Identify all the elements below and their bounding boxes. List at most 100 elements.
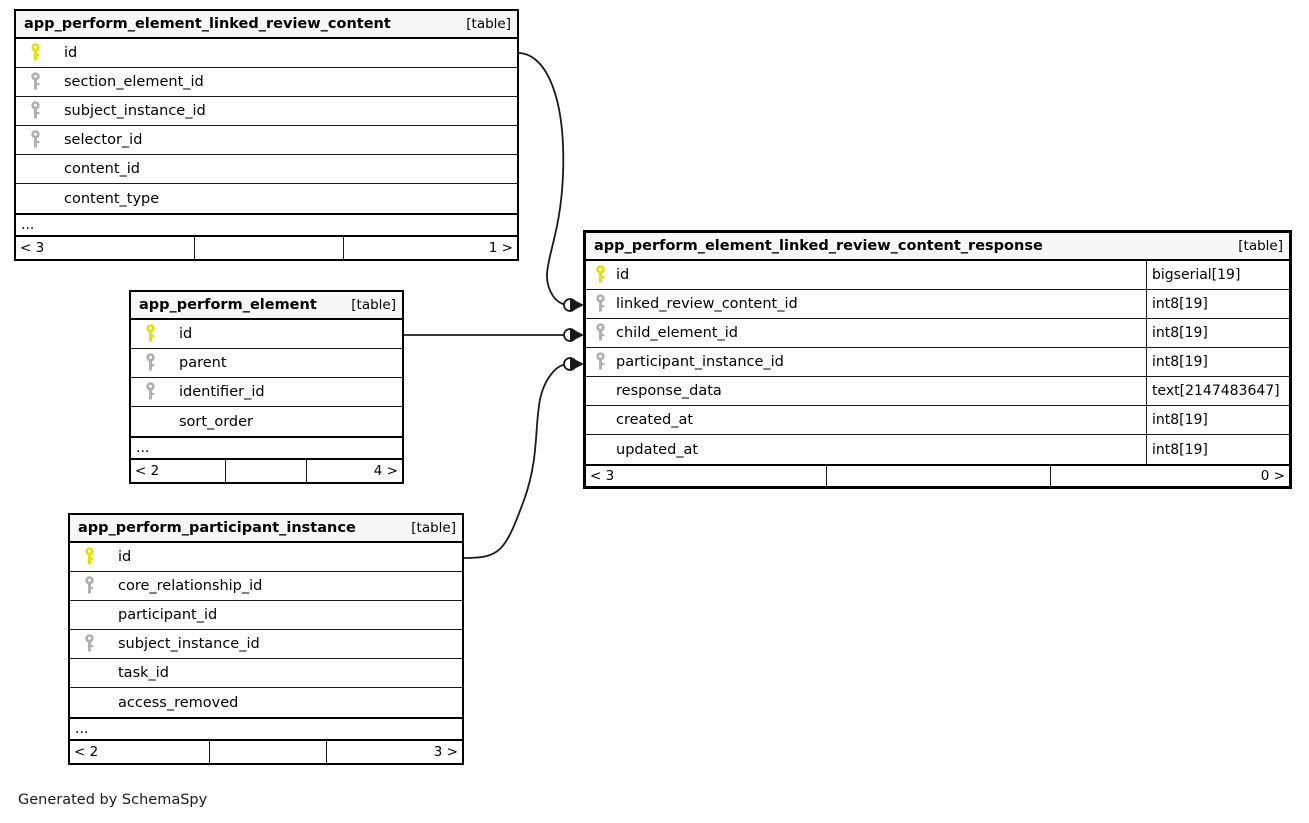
column-name: id	[118, 549, 132, 565]
cardinality-many-crowfoot	[570, 328, 584, 342]
table-row[interactable]: subject_instance_id	[16, 97, 517, 126]
table-footer: < 2 3 >	[70, 741, 462, 763]
column-type: int8[19]	[1146, 406, 1289, 434]
table-app-perform-participant-instance[interactable]: app_perform_participant_instance [table]…	[68, 513, 464, 765]
primary-key-icon	[135, 324, 165, 344]
foreign-key-icon	[20, 72, 50, 92]
column-name: access_removed	[118, 694, 239, 711]
table-title: app_perform_participant_instance	[78, 520, 356, 536]
column-name: subject_instance_id	[64, 103, 206, 119]
table-row[interactable]: created_at int8[19]	[586, 406, 1289, 435]
footer-parent-count[interactable]: < 2	[135, 463, 160, 479]
table-row[interactable]: id	[70, 543, 462, 572]
column-name: participant_instance_id	[616, 354, 784, 370]
cardinality-zero-circle	[563, 328, 577, 342]
table-kind-label: [table]	[351, 297, 396, 313]
table-title: app_perform_element	[139, 297, 317, 313]
footer-parent-count[interactable]: < 3	[20, 240, 45, 256]
table-row[interactable]: id bigserial[19]	[586, 261, 1289, 290]
footer-child-count[interactable]: 4 >	[306, 460, 402, 482]
table-app-perform-element-linked-review-content-response[interactable]: app_perform_element_linked_review_conten…	[583, 230, 1292, 489]
table-row[interactable]: participant_id	[70, 601, 462, 630]
column-name: participant_id	[118, 607, 218, 623]
footer-child-count[interactable]: 3 >	[326, 741, 462, 763]
edge-linked-review-content-to-response	[517, 52, 585, 315]
column-name: section_element_id	[64, 74, 204, 90]
table-row[interactable]: task_id	[70, 659, 462, 688]
table-row[interactable]: core_relationship_id	[70, 572, 462, 601]
column-name: id	[64, 45, 78, 61]
column-name: core_relationship_id	[118, 578, 263, 594]
column-name: created_at	[616, 412, 694, 428]
cardinality-zero-circle	[563, 357, 577, 371]
foreign-key-icon	[592, 323, 608, 343]
foreign-key-icon	[20, 101, 50, 121]
footer-parent-count[interactable]: < 3	[590, 468, 615, 484]
table-row[interactable]: parent	[131, 349, 402, 378]
table-row[interactable]: response_data text[2147483647]	[586, 377, 1289, 406]
table-kind-label: [table]	[1238, 238, 1283, 254]
column-type: int8[19]	[1146, 290, 1289, 318]
table-row[interactable]: linked_review_content_id int8[19]	[586, 290, 1289, 319]
table-header: app_perform_participant_instance [table]	[70, 515, 462, 543]
foreign-key-icon	[74, 576, 104, 596]
footer-middle	[194, 237, 343, 259]
table-row[interactable]: identifier_id	[131, 378, 402, 407]
footer-middle	[209, 741, 326, 763]
column-type: text[2147483647]	[1146, 377, 1289, 405]
column-name: parent	[179, 355, 227, 371]
column-name: selector_id	[64, 132, 143, 148]
table-row[interactable]: id	[16, 39, 517, 68]
table-header: app_perform_element_linked_review_conten…	[586, 233, 1289, 261]
table-row[interactable]: access_removed	[70, 688, 462, 717]
column-name: id	[179, 326, 193, 342]
table-row[interactable]: id	[131, 320, 402, 349]
table-row[interactable]: participant_instance_id int8[19]	[586, 348, 1289, 377]
footer-parent-count[interactable]: < 2	[74, 744, 99, 760]
table-kind-label: [table]	[411, 520, 456, 536]
column-name: response_data	[616, 383, 722, 399]
foreign-key-icon	[135, 353, 165, 373]
foreign-key-icon	[74, 634, 104, 654]
more-columns-ellipsis: ...	[16, 213, 517, 237]
column-name: linked_review_content_id	[616, 296, 798, 312]
foreign-key-icon	[592, 294, 608, 314]
table-row[interactable]: child_element_id int8[19]	[586, 319, 1289, 348]
column-name: task_id	[118, 665, 170, 681]
column-name: identifier_id	[179, 384, 265, 400]
generated-by-note: Generated by SchemaSpy	[18, 792, 208, 808]
more-columns-ellipsis: ...	[131, 436, 402, 460]
primary-key-icon	[20, 43, 50, 63]
edge-element-to-response	[404, 325, 585, 345]
table-app-perform-element[interactable]: app_perform_element [table] id	[129, 290, 404, 484]
column-name: sort_order	[179, 413, 253, 430]
footer-middle	[225, 460, 306, 482]
footer-child-count[interactable]: 1 >	[343, 237, 517, 259]
foreign-key-icon	[135, 382, 165, 402]
table-title: app_perform_element_linked_review_conten…	[24, 16, 391, 32]
table-title: app_perform_element_linked_review_conten…	[594, 238, 1043, 254]
table-row[interactable]: subject_instance_id	[70, 630, 462, 659]
table-app-perform-element-linked-review-content[interactable]: app_perform_element_linked_review_conten…	[14, 9, 519, 261]
foreign-key-icon	[592, 352, 608, 372]
edge-participant-instance-to-response	[463, 354, 585, 559]
column-type: int8[19]	[1146, 435, 1289, 464]
table-row[interactable]: content_id	[16, 155, 517, 184]
table-row[interactable]: updated_at int8[19]	[586, 435, 1289, 464]
column-type: int8[19]	[1146, 348, 1289, 376]
cardinality-many-crowfoot	[570, 357, 584, 371]
column-name: id	[616, 267, 630, 283]
more-columns-ellipsis: ...	[70, 717, 462, 741]
column-name: child_element_id	[616, 325, 738, 341]
table-row[interactable]: content_type	[16, 184, 517, 213]
column-type: int8[19]	[1146, 319, 1289, 347]
footer-child-count[interactable]: 0 >	[1050, 466, 1289, 486]
primary-key-icon	[592, 265, 608, 285]
column-name: subject_instance_id	[118, 636, 260, 652]
table-footer: < 3 1 >	[16, 237, 517, 259]
table-row[interactable]: selector_id	[16, 126, 517, 155]
table-row[interactable]: sort_order	[131, 407, 402, 436]
table-row[interactable]: section_element_id	[16, 68, 517, 97]
table-header: app_perform_element [table]	[131, 292, 402, 320]
